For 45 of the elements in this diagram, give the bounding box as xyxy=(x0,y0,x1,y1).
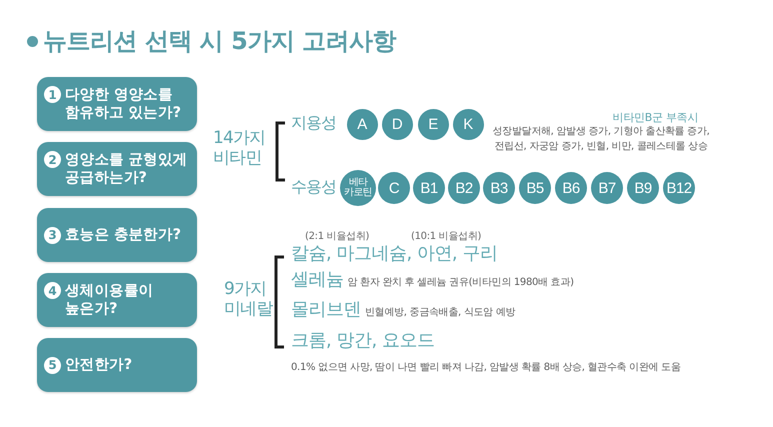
vitamin-circle: B12 xyxy=(663,172,695,204)
question-text: 영양소를 균형있게 공급하는가? xyxy=(65,150,188,188)
step-number: 2 xyxy=(44,151,61,168)
question-box xyxy=(37,338,197,392)
row-label: 수용성 xyxy=(291,177,336,196)
mineral-name: 크롬, 망간, 요오드 xyxy=(291,330,434,352)
note-text: 0.1% 없으면 사망, 땀이 나면 빨리 빠져 나감, 암발생 확률 8배 상승, 혈관수축 이완에 도움 xyxy=(291,361,681,375)
vitamin-circle: A xyxy=(346,108,378,140)
vitamin-circle: B9 xyxy=(627,172,659,204)
title: 뉴트리션 선택 시 5가지 고려사항 xyxy=(43,27,396,56)
group-heading: 14가지 비타민 xyxy=(213,128,266,169)
question-box xyxy=(37,142,197,196)
vitamin-circle: B5 xyxy=(519,172,551,204)
vitamin-circle: K xyxy=(452,108,484,140)
vitamin-circle: 베타 카로틴 xyxy=(340,170,376,206)
vitamin-circle: D xyxy=(382,108,412,140)
vitamin-circle: B3 xyxy=(483,172,515,204)
mineral-name: 몰리브덴 xyxy=(291,299,361,321)
group-heading: 9가지 미네랄 xyxy=(224,279,274,320)
question-box xyxy=(37,208,197,262)
note-heading: 비타민B군 부족시 xyxy=(612,111,698,124)
row-label: 지용성 xyxy=(291,113,336,132)
note-text: 성장발달저해, 암발생 증가, 기형아 출산확률 증가, 전립선, 자궁암 증가, 빈혈, 비만, 콜레스테롤 상승 xyxy=(491,125,711,154)
question-text: 생체이용률이 높은가? xyxy=(65,282,154,318)
step-number: 5 xyxy=(44,356,61,374)
mineral-name: 칼슘, 마그네슘, 아연, 구리 xyxy=(291,243,498,265)
vitamin-circle: E xyxy=(418,108,448,140)
question-box xyxy=(37,77,197,131)
question-text: 다양한 영양소를 함유하고 있는가? xyxy=(65,86,182,122)
vitamin-circle: B1 xyxy=(413,172,445,204)
note-text: 암 환자 완치 후 셀레늄 권유(비타민의 1980배 효과) xyxy=(348,276,574,290)
vitamin-circle: B6 xyxy=(555,172,587,204)
mineral-name: 셀레늄 xyxy=(291,269,344,291)
question-text: 효능은 충분한가? xyxy=(65,226,181,244)
step-number: 4 xyxy=(44,282,61,299)
question-box xyxy=(37,273,197,327)
vitamin-circle: B2 xyxy=(448,172,480,204)
vitamin-circle: B7 xyxy=(591,172,623,204)
vitamin-circle: C xyxy=(378,172,410,204)
question-text: 안전한가? xyxy=(65,356,132,374)
step-number: 3 xyxy=(44,226,61,244)
ratio-note: (10:1 비율섭취) xyxy=(411,231,482,243)
step-number: 1 xyxy=(44,86,61,103)
ratio-note: (2:1 비율섭취) xyxy=(305,231,370,243)
note-text: 빈혈예방, 중금속배출, 식도암 예방 xyxy=(365,306,516,320)
